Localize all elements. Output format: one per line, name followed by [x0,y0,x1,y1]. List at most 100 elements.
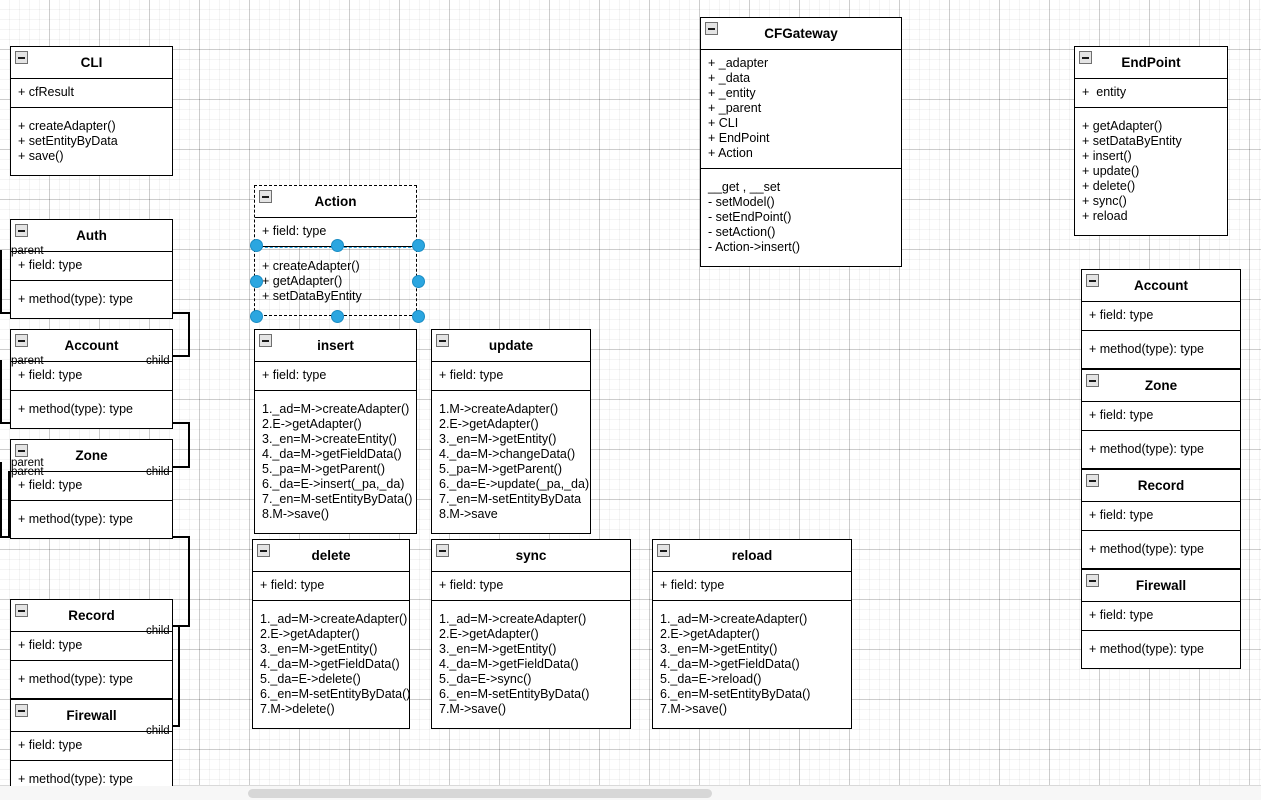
attributes-compartment-zone-right[interactable]: + field: type [1082,402,1240,431]
minus-box-icon[interactable] [705,22,718,35]
class-box-zone-right[interactable]: Zone+ field: type+ method(type): type [1081,369,1241,469]
minus-box-icon[interactable] [15,604,28,617]
connector-account-child-vert[interactable] [188,312,190,355]
resize-handle-1[interactable] [330,238,344,252]
connector-record-child-stub[interactable] [158,625,190,627]
class-header-auth-left[interactable]: Auth [11,220,172,252]
attributes-compartment-update[interactable]: + field: type [432,362,590,391]
class-box-account-right[interactable]: Account+ field: type+ method(type): type [1081,269,1241,369]
methods-compartment-insert[interactable]: 1._ad=M->createAdapter()2.E->getAdapter(… [255,391,416,533]
minus-box-icon[interactable] [436,334,449,347]
methods-compartment-firewall-left[interactable]: + method(type): type [11,761,172,787]
attributes-compartment-record-right[interactable]: + field: type [1082,502,1240,531]
attributes-compartment-delete[interactable]: + field: type [253,572,409,601]
methods-compartment-auth-left[interactable]: + method(type): type [11,281,172,318]
class-header-insert[interactable]: insert [255,330,416,362]
class-header-record-left[interactable]: Record [11,600,172,632]
class-header-reload[interactable]: reload [653,540,851,572]
minus-box-icon[interactable] [1079,51,1092,64]
minus-box-icon[interactable] [15,224,28,237]
methods-compartment-cfgateway[interactable]: __get , __set- setModel()- setEndPoint()… [701,169,901,266]
attributes-compartment-reload[interactable]: + field: type [653,572,851,601]
connector-zone-left-vert-a[interactable] [0,462,2,538]
resize-handle-0[interactable] [249,238,263,252]
attributes-compartment-account-left[interactable]: + field: type [11,362,172,391]
class-box-action[interactable]: Action+ field: type+ createAdapter()+ ge… [254,185,417,316]
class-header-cfgateway[interactable]: CFGateway [701,18,901,50]
methods-compartment-zone-left[interactable]: + method(type): type [11,501,172,538]
methods-compartment-sync[interactable]: 1._ad=M->createAdapter()2.E->getAdapter(… [432,601,630,728]
methods-compartment-cli[interactable]: + createAdapter()+ setEntityByData+ save… [11,108,172,175]
methods-compartment-account-right[interactable]: + method(type): type [1082,331,1240,368]
connector-account-child-stub[interactable] [158,355,190,357]
connector-account-left-vert[interactable] [0,360,2,424]
minus-box-icon[interactable] [15,444,28,457]
methods-compartment-zone-right[interactable]: + method(type): type [1082,431,1240,468]
horizontal-scrollbar-thumb[interactable] [248,789,712,798]
minus-box-icon[interactable] [657,544,670,557]
class-box-zone-left[interactable]: Zone+ field: type+ method(type): type [10,439,173,539]
methods-compartment-reload[interactable]: 1._ad=M->createAdapter()2.E->getAdapter(… [653,601,851,728]
methods-compartment-update[interactable]: 1.M->createAdapter()2.E->getAdapter()3._… [432,391,590,533]
attributes-compartment-record-left[interactable]: + field: type [11,632,172,661]
minus-box-icon[interactable] [436,544,449,557]
class-box-cli[interactable]: CLI+ cfResult+ createAdapter()+ setEntit… [10,46,173,176]
attributes-compartment-firewall-left[interactable]: + field: type [11,732,172,761]
class-box-record-left[interactable]: Record+ field: type+ method(type): type [10,599,173,699]
methods-compartment-delete[interactable]: 1._ad=M->createAdapter()2.E->getAdapter(… [253,601,410,728]
connector-zone-left-vert-b[interactable] [8,471,10,538]
connector-zone-child-vert[interactable] [188,422,190,466]
methods-compartment-action[interactable]: + createAdapter()+ getAdapter()+ setData… [255,246,416,315]
resize-handle-3[interactable] [249,274,263,288]
attributes-compartment-cfgateway[interactable]: + _adapter+ _data+ _entity+ _parent+ CLI… [701,50,901,169]
minus-box-icon[interactable] [259,334,272,347]
methods-compartment-record-right[interactable]: + method(type): type [1082,531,1240,568]
attributes-compartment-auth-left[interactable]: + field: type [11,252,172,281]
connector-firewall-child-vert[interactable] [178,625,180,726]
class-box-cfgateway[interactable]: CFGateway+ _adapter+ _data+ _entity+ _pa… [700,17,902,267]
connector-record-child-vert[interactable] [188,536,190,626]
resize-handle-7[interactable] [411,309,425,323]
attributes-compartment-cli[interactable]: + cfResult [11,79,172,108]
class-box-firewall-left[interactable]: Firewall+ field: type+ method(type): typ… [10,699,173,786]
methods-compartment-firewall-right[interactable]: + method(type): type [1082,631,1240,668]
minus-box-icon[interactable] [15,704,28,717]
class-header-action[interactable]: Action [255,186,416,218]
attributes-compartment-firewall-right[interactable]: + field: type [1082,602,1240,631]
class-header-update[interactable]: update [432,330,590,362]
attributes-compartment-sync[interactable]: + field: type [432,572,630,601]
resize-handle-6[interactable] [330,309,344,323]
methods-compartment-endpoint[interactable]: + getAdapter()+ setDataByEntity+ insert(… [1075,108,1227,235]
class-header-zone-left[interactable]: Zone [11,440,172,472]
attributes-compartment-insert[interactable]: + field: type [255,362,416,391]
class-header-account-left[interactable]: Account [11,330,172,362]
minus-box-icon[interactable] [259,190,272,203]
class-header-account-right[interactable]: Account [1082,270,1240,302]
methods-compartment-record-left[interactable]: + method(type): type [11,661,172,698]
class-header-cli[interactable]: CLI [11,47,172,79]
class-header-delete[interactable]: delete [253,540,409,572]
class-box-auth-left[interactable]: Auth+ field: type+ method(type): type [10,219,173,319]
connector-zone-child-stub[interactable] [158,466,190,468]
attributes-compartment-account-right[interactable]: + field: type [1082,302,1240,331]
resize-handle-5[interactable] [249,309,263,323]
class-header-zone-right[interactable]: Zone [1082,370,1240,402]
class-header-record-right[interactable]: Record [1082,470,1240,502]
class-header-endpoint[interactable]: EndPoint [1075,47,1227,79]
class-header-firewall-left[interactable]: Firewall [11,700,172,732]
class-header-firewall-right[interactable]: Firewall [1082,570,1240,602]
minus-box-icon[interactable] [15,334,28,347]
minus-box-icon[interactable] [15,51,28,64]
class-box-endpoint[interactable]: EndPoint+ entity+ getAdapter()+ setDataB… [1074,46,1228,236]
minus-box-icon[interactable] [1086,574,1099,587]
class-box-firewall-right[interactable]: Firewall+ field: type+ method(type): typ… [1081,569,1241,669]
attributes-compartment-endpoint[interactable]: + entity [1075,79,1227,108]
minus-box-icon[interactable] [1086,274,1099,287]
minus-box-icon[interactable] [1086,474,1099,487]
